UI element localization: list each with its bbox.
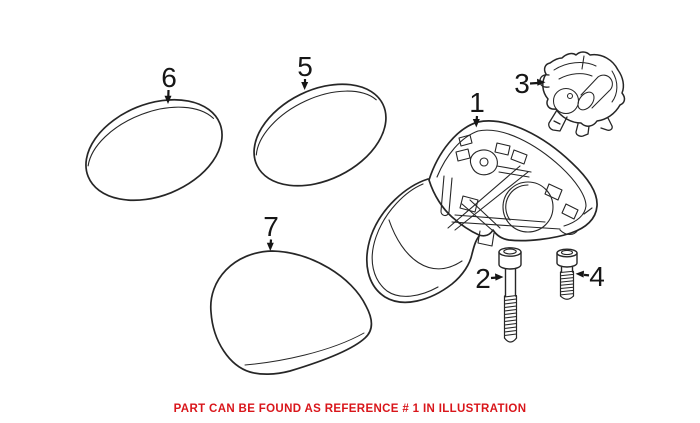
callout-3: 3 xyxy=(514,68,546,99)
reference-caption: PART CAN BE FOUND AS REFERENCE # 1 IN IL… xyxy=(173,403,527,415)
motor-leg-center xyxy=(575,123,590,137)
housing-opening-edge xyxy=(388,219,463,270)
callout-5-label: 5 xyxy=(297,51,313,82)
callout-4-arrowhead xyxy=(575,270,584,278)
callout-4-arrow xyxy=(583,273,590,277)
cover-7-outline xyxy=(210,250,373,375)
bolt-2-shank xyxy=(504,268,517,297)
housing-shell-rim xyxy=(371,183,439,297)
glass-5-rim-line xyxy=(255,90,377,156)
motor-leg-left xyxy=(548,109,568,132)
bolt-2-socket xyxy=(503,248,517,255)
callout-2-arrowhead xyxy=(495,273,504,281)
callout-1-label: 1 xyxy=(469,87,485,118)
callout-7-label: 7 xyxy=(263,211,279,242)
backing-plate-inner-line xyxy=(436,129,587,227)
callout-5-arrowhead xyxy=(301,82,309,90)
screw-4-threads xyxy=(560,270,574,296)
mirror-motor-3 xyxy=(539,51,626,137)
mirror-glass-6 xyxy=(85,98,223,202)
glass-6-outline xyxy=(85,98,223,202)
glass-5-outline xyxy=(253,83,387,187)
motor-inner-details xyxy=(552,55,618,115)
callout-3-arrow xyxy=(529,81,538,85)
callout-3-arrowhead xyxy=(537,78,546,86)
callout-5: 5 xyxy=(297,51,313,90)
housing-shell-outer xyxy=(366,178,483,304)
callout-6-arrowhead xyxy=(164,95,172,104)
diagram-linework xyxy=(85,51,626,375)
callout-4: 4 xyxy=(575,261,605,292)
screw-4-socket xyxy=(560,249,574,256)
callout-7-arrowhead xyxy=(266,242,274,251)
callout-2-label: 2 xyxy=(475,263,491,294)
callout-1-arrowhead xyxy=(472,119,480,128)
mirror-glass-5 xyxy=(253,83,387,187)
callout-4-label: 4 xyxy=(589,261,605,292)
motor-leg-right xyxy=(600,117,613,131)
callout-7: 7 xyxy=(263,211,279,251)
callouts: 1 2 3 4 5 xyxy=(161,51,605,294)
cover-7-rim-line xyxy=(244,332,365,366)
mounting-screw-4 xyxy=(556,248,578,300)
callout-2: 2 xyxy=(475,263,504,294)
bolt-2-threads xyxy=(504,295,517,336)
bolt-2-tip xyxy=(503,337,518,343)
mechanism-details xyxy=(440,134,593,247)
callout-3-label: 3 xyxy=(514,68,530,99)
mirror-cover-7 xyxy=(210,250,373,375)
mirror-assembly-1 xyxy=(366,120,598,304)
glass-6-rim-line xyxy=(87,106,215,167)
callout-6-label: 6 xyxy=(161,62,177,93)
callout-1: 1 xyxy=(469,87,485,128)
mounting-bolt-2 xyxy=(498,247,522,343)
callout-6: 6 xyxy=(161,62,177,104)
motor-outline xyxy=(542,51,626,127)
screw-4-tip xyxy=(559,295,575,300)
